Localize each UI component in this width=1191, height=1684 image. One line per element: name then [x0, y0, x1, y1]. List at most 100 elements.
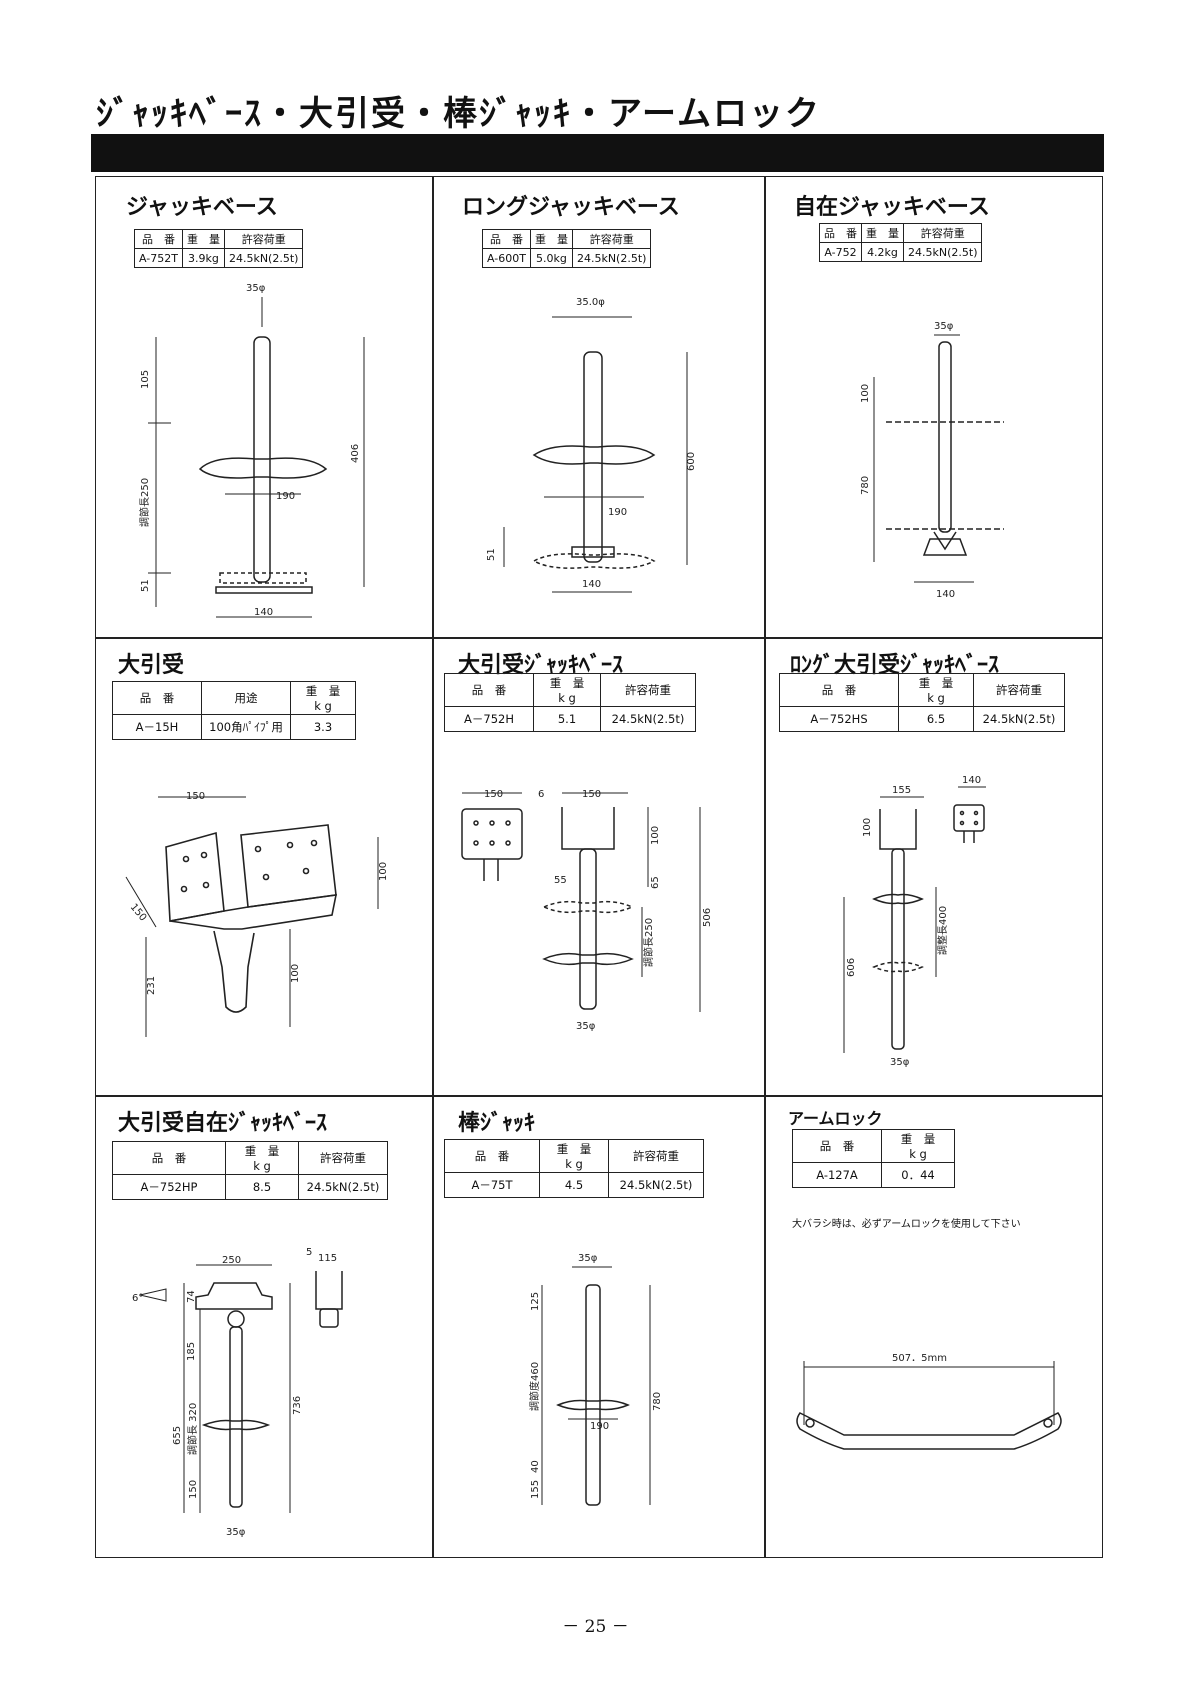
header-cell: 重 量 k g	[898, 673, 974, 707]
header-cell: 許容荷重	[973, 673, 1065, 707]
value-cell: 24.5kN(2.5t)	[902, 242, 983, 262]
value-cell: A－752HS	[779, 706, 899, 732]
dim-height: 100	[378, 862, 389, 881]
grid-divider	[96, 1095, 1102, 1097]
header-cell: 許容荷重	[600, 673, 696, 707]
dim-b: 155	[530, 1480, 541, 1499]
dim-width: 250	[222, 1255, 241, 1266]
dim-diameter: 35φ	[226, 1527, 246, 1538]
dim-base: 140	[582, 579, 601, 590]
usage-note: 大バラシ時は、必ずアームロックを使用して下さい	[792, 1219, 1021, 1230]
dim-width: 190	[590, 1421, 609, 1432]
dim-total: 231	[146, 976, 157, 995]
ohbiki-free-jack-drawing: 250 5 115 74 185 調節長 320 655 736 150 35φ…	[132, 1247, 343, 1538]
header-cell: 重 量	[181, 229, 225, 249]
dim-a: 74	[186, 1290, 197, 1303]
value-cell: 8.5	[225, 1174, 299, 1200]
value-cell: 24.5kN(2.5t)	[608, 1172, 704, 1198]
value-cell: 24.5kN(2.5t)	[298, 1174, 388, 1200]
dim-gap: 5	[306, 1247, 312, 1258]
header-cell: 品 番	[444, 673, 534, 707]
product-name: アームロック	[788, 1109, 883, 1128]
dim-width2: 150	[582, 789, 601, 800]
header-cell: 許容荷重	[571, 229, 652, 249]
value-cell: 6.5	[898, 706, 974, 732]
dim-top: 125	[530, 1292, 541, 1311]
dim-adjust: 調節長250	[642, 918, 655, 967]
product-name: ロングジャッキベース	[462, 195, 680, 220]
dim-top: 100	[860, 384, 871, 403]
dim-width2: 140	[962, 775, 981, 786]
grid-divider	[764, 177, 766, 1557]
value-cell: 4.2kg	[861, 242, 904, 262]
header-cell: 品 番	[819, 223, 862, 243]
dim-c: 655	[172, 1426, 183, 1445]
dim-base: 140	[254, 607, 273, 618]
dim-diameter: 35φ	[934, 321, 954, 332]
dim-diameter: 35φ	[578, 1253, 598, 1264]
dim-total: 606	[846, 958, 857, 977]
header-cell: 品 番	[792, 1129, 882, 1163]
value-cell: 3.3	[290, 714, 356, 740]
dim-h2: 65	[650, 876, 661, 889]
dim-length: 507．5mm	[892, 1353, 947, 1364]
dim-diameter: 35φ	[576, 1021, 596, 1032]
value-cell: 24.5kN(2.5t)	[973, 706, 1065, 732]
product-name: 大引受	[118, 653, 185, 678]
page-title: ｼﾞｬｯｷﾍﾞｰｽ・大引受・棒ｼﾞｬｯｷ・アームロック	[96, 94, 821, 134]
dim-bottom: 51	[140, 579, 151, 592]
ohbiki-drawing: 150 100 150 100 231	[125, 791, 389, 1037]
bou-jack-drawing: 35φ 125 調節度460 190 780 40 155	[528, 1253, 663, 1506]
product-name: 棒ｼﾞｬｯｷ	[458, 1111, 536, 1136]
dim-width1: 155	[892, 785, 911, 796]
value-cell: 100角ﾊﾟｲﾌﾟ用	[201, 714, 291, 740]
header-cell: 重 量 k g	[881, 1129, 955, 1163]
header-cell: 品 番	[112, 681, 202, 715]
value-cell: 3.9kg	[181, 248, 225, 268]
value-cell: 5.0kg	[529, 248, 573, 268]
dim-d: 150	[188, 1480, 199, 1499]
jack-base-drawing: 35φ 105 調節長250 190 406 51 140	[138, 283, 365, 618]
dim-adjust: 調節長250	[138, 478, 151, 527]
dim-adjust: 調節長 320	[186, 1403, 199, 1455]
arm-lock-drawing: 507．5mm	[796, 1353, 1062, 1450]
dim-b: 185	[186, 1342, 197, 1361]
dim-total: 780	[652, 1392, 663, 1411]
value-cell: 4.5	[539, 1172, 609, 1198]
header-cell: 許容荷重	[298, 1141, 388, 1175]
dim-pipe: 100	[290, 964, 301, 983]
value-cell: A-752T	[134, 248, 183, 268]
dim-depth: 150	[128, 902, 149, 924]
dim-top: 105	[140, 370, 151, 389]
dim-width: 150	[186, 791, 205, 802]
product-name: 自在ジャッキベース	[794, 195, 990, 220]
free-jack-base-drawing: 35φ 100 780 140	[860, 321, 1004, 600]
value-cell: 24.5kN(2.5t)	[571, 248, 652, 268]
dim-gap: 6	[538, 789, 544, 800]
value-cell: A-600T	[482, 248, 531, 268]
product-name: 大引受自在ｼﾞｬｯｷﾍﾞｰｽ	[118, 1111, 328, 1136]
product-name: ジャッキベース	[126, 195, 278, 220]
long-ohbiki-jack-drawing: 155 140 100 調整長400 606 35φ	[843, 775, 986, 1068]
header-cell: 重 量 k g	[290, 681, 356, 715]
long-jack-base-drawing: 35.0φ 600 190 51 140	[486, 297, 697, 593]
title-bar	[91, 134, 1104, 172]
